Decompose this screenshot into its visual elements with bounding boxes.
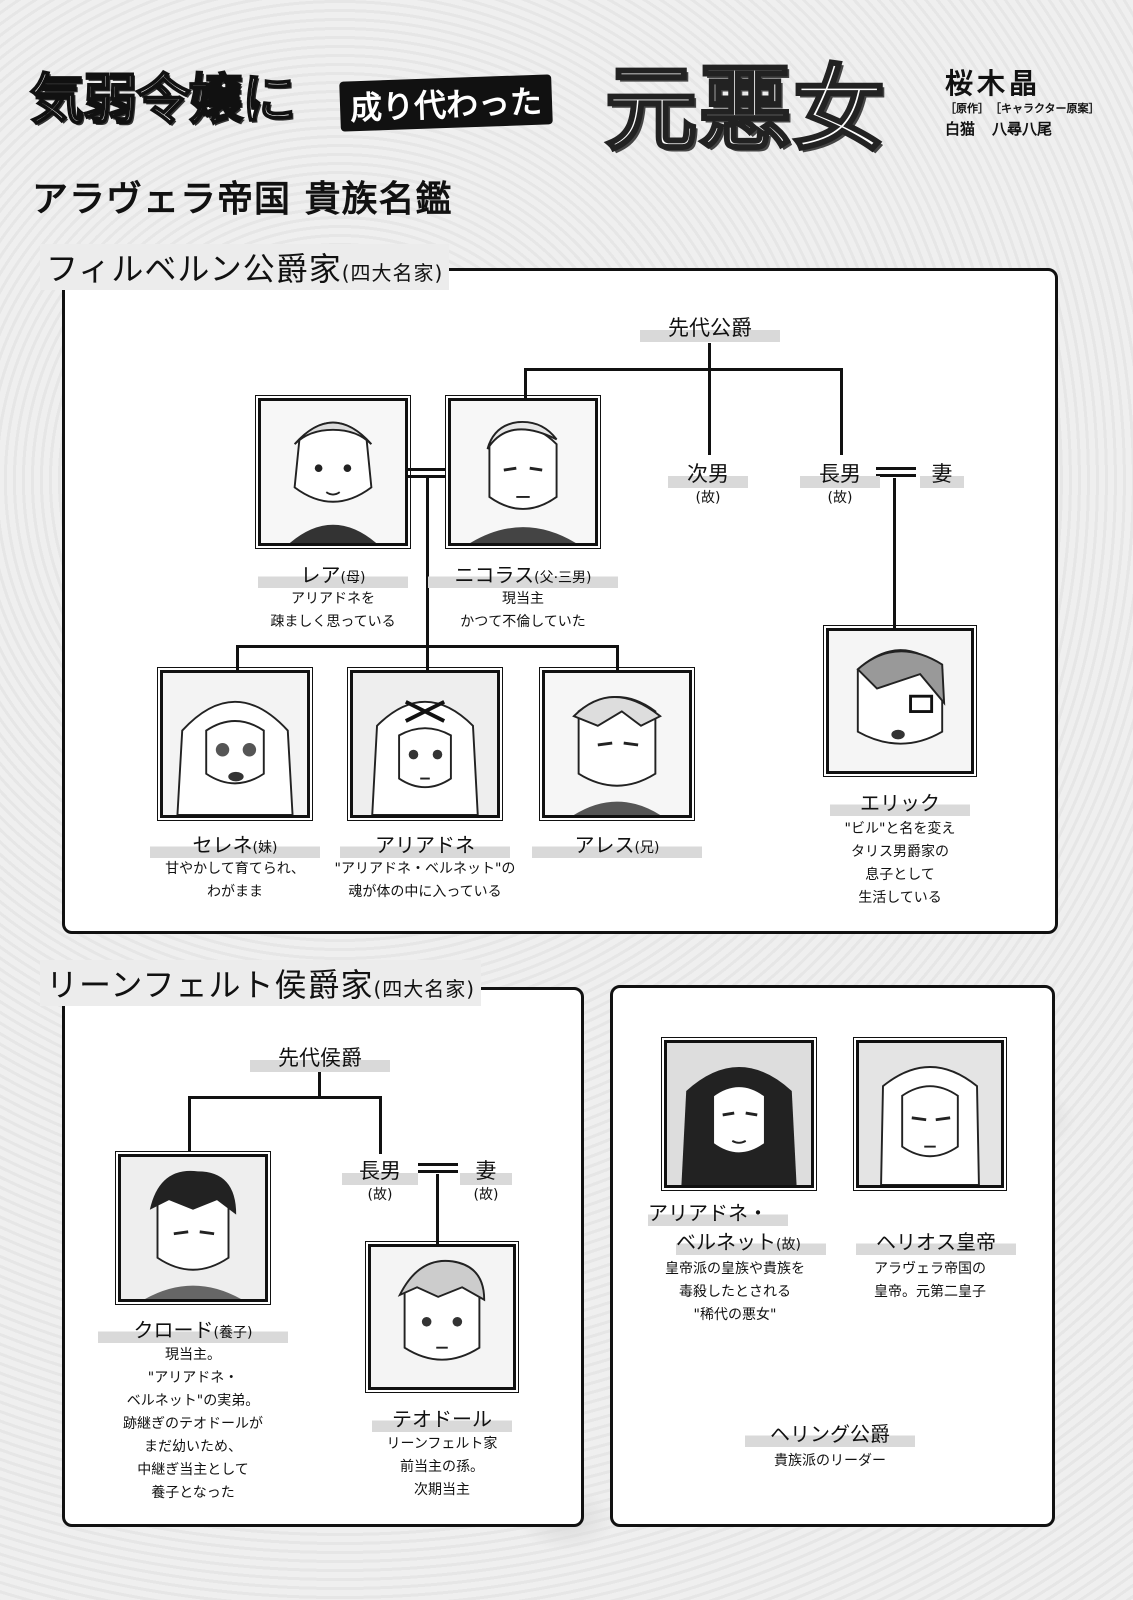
author-name: 桜木晶 xyxy=(945,67,1042,100)
desc-selene-2: わがまま xyxy=(207,884,263,900)
desc-rea-2: 疎ましく思っている xyxy=(270,614,396,630)
filbern-panel xyxy=(62,268,1058,934)
portrait-nicolas xyxy=(445,395,601,549)
tree-line xyxy=(188,1096,381,1099)
desc-hering-1: 貴族派のリーダー xyxy=(774,1453,886,1469)
tree-line xyxy=(524,368,527,398)
tree-line xyxy=(524,368,842,371)
label-r-eldest-son-note: (故) xyxy=(367,1187,393,1203)
desc-eric-1: "ビル"と名を変え xyxy=(844,821,956,837)
desc-claude-6: 中継ぎ当主として xyxy=(137,1462,249,1478)
desc-theodore-2: 前当主の孫。 xyxy=(400,1459,484,1475)
desc-ariadne-bernet-1: 皇帝派の皇族や貴族を xyxy=(665,1261,805,1277)
credit-original-label: ［原作］ xyxy=(945,102,989,115)
tree-line xyxy=(616,645,619,670)
marriage-line xyxy=(876,467,916,477)
name-rea: レア(母) xyxy=(258,559,408,588)
marriage-line xyxy=(418,1163,458,1173)
desc-claude-3: ベルネット"の実弟。 xyxy=(126,1393,260,1409)
desc-helios-2: 皇帝。元第二皇子 xyxy=(874,1284,986,1300)
portrait-eric xyxy=(823,625,977,777)
credit-original-name: 白猫 xyxy=(945,120,976,138)
series-title-part3: 元悪女 xyxy=(603,54,888,165)
label-r-eldest-son: 長男 xyxy=(342,1155,418,1185)
marriage-line xyxy=(408,468,446,478)
series-title-part1: 気弱令嬢に xyxy=(29,66,297,132)
desc-rea-1: アリアドネを xyxy=(291,591,375,607)
name-theodore: テオドール xyxy=(372,1403,512,1432)
label-elder-duke: 先代公爵 xyxy=(640,312,780,342)
portrait-ares xyxy=(539,667,695,821)
name-selene: セレネ(妹) xyxy=(150,829,320,858)
name-helios: ヘリオス皇帝 xyxy=(856,1226,1016,1255)
portrait-ariadne xyxy=(347,667,503,821)
label-wife: 妻 xyxy=(920,458,964,488)
label-eldest-son: 長男 xyxy=(800,458,880,488)
desc-selene-1: 甘やかして育てられ、 xyxy=(165,861,305,877)
desc-helios-1: アラヴェラ帝国の xyxy=(874,1261,986,1277)
tree-line xyxy=(436,1174,439,1244)
label-second-son: 次男 xyxy=(668,458,748,488)
label-second-son-note: (故) xyxy=(695,490,721,506)
rienfeld-house-title: リーンフェルト侯爵家(四大名家) xyxy=(40,960,482,1006)
name-hering: ヘリング公爵 xyxy=(745,1418,915,1447)
desc-claude-7: 養子となった xyxy=(151,1485,235,1501)
portrait-claude xyxy=(115,1151,271,1305)
tree-line xyxy=(236,645,239,670)
name-ariadne-bernet-2: ベルネット(故) xyxy=(676,1226,826,1255)
name-ariadne-bernet-1: アリアドネ・ xyxy=(648,1197,788,1226)
tree-line xyxy=(840,368,843,455)
tree-line xyxy=(379,1096,382,1154)
name-eric: エリック xyxy=(830,787,970,816)
desc-ariadne-bernet-2: 毒殺したとされる xyxy=(679,1284,791,1300)
series-title-part2: 成り代わった xyxy=(339,74,553,132)
credit-character-name: 八尋八尾 xyxy=(992,120,1053,138)
credit-character-label: ［キャラクター原案］ xyxy=(990,102,1100,115)
tree-line xyxy=(188,1096,191,1152)
desc-theodore-1: リーンフェルト家 xyxy=(386,1436,498,1452)
tree-line xyxy=(708,343,711,455)
tree-line xyxy=(426,478,429,670)
desc-claude-4: 跡継ぎのテオドールが xyxy=(123,1416,263,1432)
name-claude: クロード(養子) xyxy=(98,1314,288,1343)
name-nicolas: ニコラス(父·三男) xyxy=(428,559,618,588)
name-ares: アレス(兄) xyxy=(532,829,702,858)
tree-line xyxy=(318,1072,321,1098)
desc-ariadne-1: "アリアドネ・ベルネット"の xyxy=(334,861,516,877)
desc-theodore-3: 次期当主 xyxy=(414,1482,470,1498)
tree-line xyxy=(236,645,618,648)
portrait-helios xyxy=(853,1037,1007,1191)
portrait-selene xyxy=(157,667,313,821)
desc-nicolas-1: 現当主 xyxy=(502,591,544,607)
filbern-house-title: フィルベルン公爵家(四大名家) xyxy=(40,244,450,290)
label-eldest-son-note: (故) xyxy=(827,490,853,506)
desc-eric-4: 生活している xyxy=(858,890,942,906)
desc-nicolas-2: かつて不倫していた xyxy=(460,614,586,630)
portrait-theodore xyxy=(365,1241,519,1393)
desc-eric-2: タリス男爵家の xyxy=(851,844,949,860)
portrait-rea xyxy=(255,395,411,549)
desc-claude-1: 現当主。 xyxy=(165,1347,221,1363)
page-subtitle: アラヴェラ帝国 貴族名鑑 xyxy=(32,179,453,220)
portrait-ariadne-bernet xyxy=(661,1037,817,1191)
desc-eric-3: 息子として xyxy=(865,867,935,883)
desc-claude-2: "アリアドネ・ xyxy=(147,1370,239,1386)
name-ariadne: アリアドネ xyxy=(340,829,510,858)
label-elder-marquis: 先代侯爵 xyxy=(250,1042,390,1072)
tree-line xyxy=(893,478,896,628)
label-r-wife-note: (故) xyxy=(473,1187,499,1203)
desc-claude-5: まだ幼いため、 xyxy=(144,1439,242,1455)
desc-ariadne-bernet-3: "稀代の悪女" xyxy=(693,1307,777,1323)
label-r-wife: 妻 xyxy=(460,1155,512,1185)
desc-ariadne-2: 魂が体の中に入っている xyxy=(348,884,502,900)
